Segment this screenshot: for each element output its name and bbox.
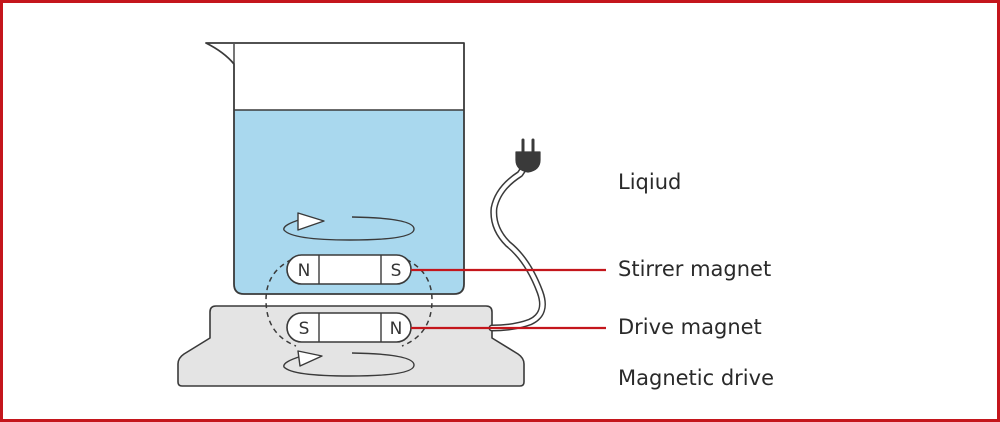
label-stirrer-magnet: Stirrer magnet <box>618 257 771 281</box>
liquid-rotation-arrow <box>283 212 415 241</box>
magnetic-drive-base <box>177 305 525 387</box>
stirrer-magnet-pole-left: N <box>298 261 311 281</box>
drive-magnet-pole-left: S <box>299 319 310 339</box>
stirrer-magnet: N S <box>286 254 412 285</box>
beaker-outline <box>205 42 465 295</box>
plug-icon <box>515 138 541 173</box>
label-liquid: Liqiud <box>618 170 681 194</box>
stirrer-magnet-pole-right: S <box>391 261 402 281</box>
label-drive-magnet: Drive magnet <box>618 315 762 339</box>
drive-rotation-arrow <box>283 350 415 377</box>
beaker <box>205 42 465 295</box>
drive-magnet-pole-right: N <box>390 319 403 339</box>
drive-magnet: S N <box>286 312 412 343</box>
label-magnetic-drive: Magnetic drive <box>618 366 774 390</box>
magnetic-field-loop <box>265 255 433 347</box>
liquid <box>234 110 464 294</box>
power-cable <box>488 164 546 332</box>
